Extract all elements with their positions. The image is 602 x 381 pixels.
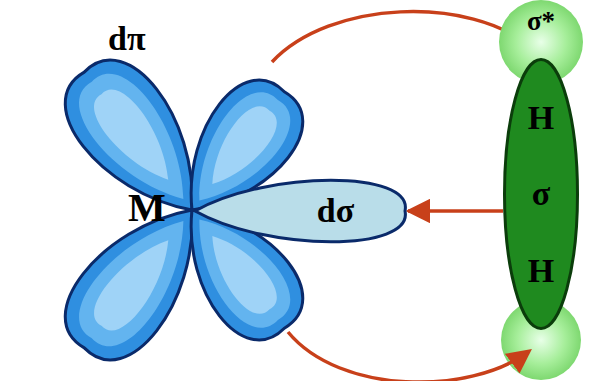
orbital-label: H	[528, 254, 554, 288]
h2-sigma-bond: HσH	[503, 58, 579, 330]
back-donation-arrow	[272, 12, 532, 62]
back-donation-arrow	[288, 332, 528, 381]
node-shape	[193, 168, 408, 254]
donation-arrow	[408, 209, 503, 213]
d-sigma-lobe: dσ	[193, 168, 408, 254]
orbital-label: dσ	[317, 194, 354, 228]
orbital-label: dπ	[108, 22, 146, 56]
metal-label: M	[128, 188, 166, 228]
orbital-label: H	[528, 101, 554, 135]
orbital-label: σ*	[527, 8, 555, 35]
orbital-label: σ	[532, 177, 551, 211]
